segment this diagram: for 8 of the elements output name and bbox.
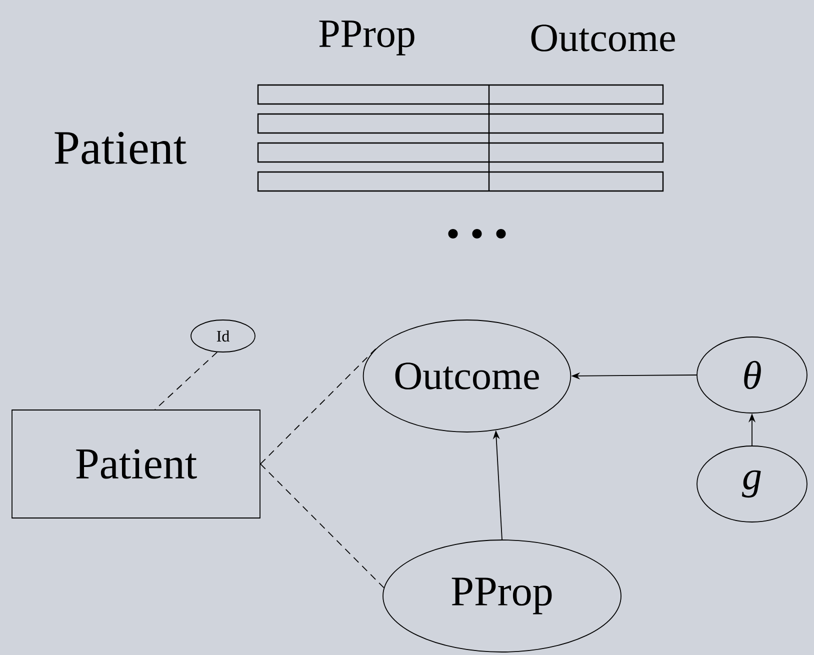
- entity-box: Patient: [12, 410, 260, 518]
- column-header: PProp: [319, 20, 414, 56]
- connector-line: [154, 352, 218, 410]
- connector-line: [260, 464, 384, 588]
- column-header: Outcome: [531, 24, 675, 52]
- connector-line: [260, 348, 377, 464]
- dots-label: • • •: [448, 229, 506, 239]
- row-label: Patient: [54, 132, 186, 164]
